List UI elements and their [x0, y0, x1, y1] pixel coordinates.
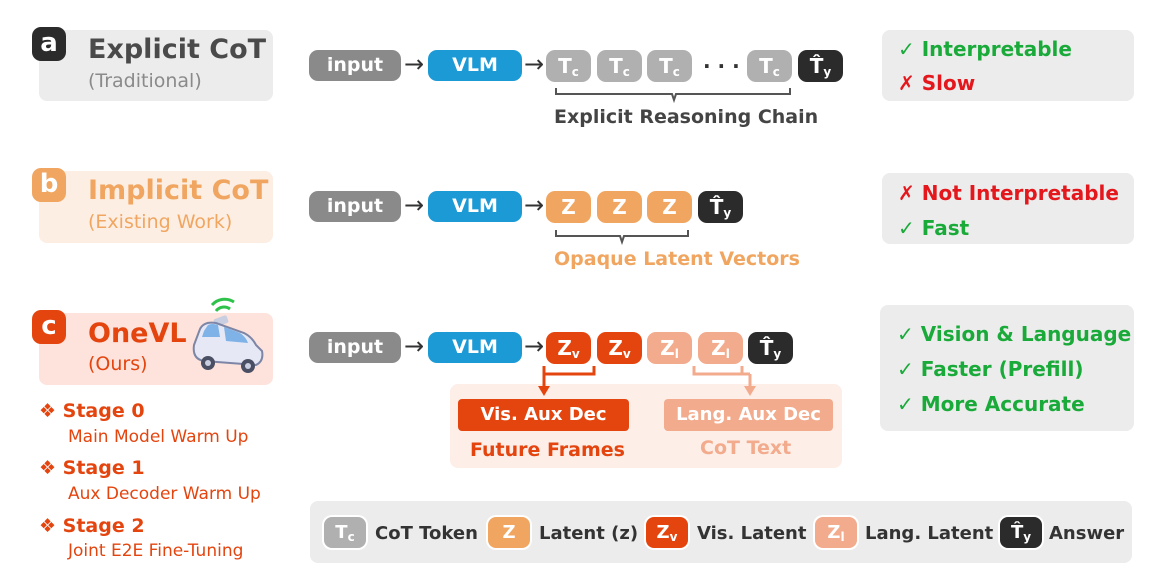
row-c-vis-latent-1: Zv	[546, 332, 591, 364]
row-c-answer: T̂y	[748, 332, 793, 364]
row-c-vis-latent-2: Zv	[597, 332, 642, 364]
row-b-arrow-1: →	[404, 191, 425, 219]
row-c-result-3: ✓ More Accurate	[897, 392, 1085, 416]
badge-c: c	[32, 310, 66, 344]
legend-cot-token-label: CoT Token	[375, 523, 478, 544]
stage-0-title: ❖ Stage 0	[39, 400, 145, 422]
legend-vis-latent-label: Vis. Latent	[697, 523, 807, 544]
legend-lang-latent-label: Lang. Latent	[865, 523, 994, 544]
legend-cot-token-chip: Tc	[324, 517, 366, 548]
row-a-input: input	[309, 50, 401, 81]
lang-aux-decoder: Lang. Aux Dec	[664, 399, 833, 431]
stage-2-title: ❖ Stage 2	[39, 515, 145, 537]
row-c-lang-latent-2: Zl	[698, 332, 743, 364]
aux-decoder-connectors	[538, 366, 756, 396]
row-a-brace-label: Explicit Reasoning Chain	[554, 106, 819, 128]
row-b-vlm: VLM	[428, 191, 522, 222]
vis-output-label: Future Frames	[470, 439, 625, 461]
row-b-answer: T̂y	[698, 191, 743, 223]
implicit-cot-title: Implicit CoT	[88, 175, 269, 206]
row-c-result-2: ✓ Faster (Prefill)	[897, 357, 1084, 381]
implicit-cot-subtitle: (Existing Work)	[88, 211, 233, 233]
stage-1-title: ❖ Stage 1	[39, 457, 145, 479]
row-b-result-1: ✗ Not Interpretable	[898, 181, 1119, 205]
row-a-vlm: VLM	[428, 50, 522, 81]
row-b-latent-2: Z	[597, 191, 642, 223]
row-a-result-2: ✗ Slow	[898, 71, 976, 95]
row-b-latent-1: Z	[546, 191, 591, 223]
row-b-arrow-2: →	[524, 191, 545, 219]
explicit-cot-label-panel	[39, 30, 273, 101]
implicit-cot-label-panel	[39, 171, 273, 243]
stage-1-desc: Aux Decoder Warm Up	[68, 484, 261, 504]
legend-vis-latent-chip: Zv	[646, 517, 688, 548]
row-c-results-panel	[880, 305, 1134, 431]
stage-0-desc: Main Model Warm Up	[68, 427, 249, 447]
row-c-input: input	[309, 332, 401, 363]
row-c-arrow-2: →	[524, 332, 545, 360]
row-b-result-2: ✓ Fast	[898, 216, 970, 240]
row-a-result-1: ✓ Interpretable	[898, 37, 1072, 61]
badge-a: a	[32, 27, 66, 61]
row-a-arrow-1: →	[404, 50, 425, 78]
onevl-subtitle: (Ours)	[88, 353, 148, 375]
badge-b: b	[32, 168, 66, 202]
row-c-lang-latent-1: Zl	[647, 332, 692, 364]
legend-latent-chip: Z	[488, 517, 530, 548]
row-c-result-1: ✓ Vision & Language	[897, 322, 1132, 346]
stage-2-desc: Joint E2E Fine-Tuning	[68, 541, 244, 561]
row-a-results-panel	[882, 30, 1134, 101]
row-a-token-3: Tc	[647, 50, 692, 82]
row-a-token-1: Tc	[546, 50, 591, 82]
row-b-input: input	[309, 191, 401, 222]
lang-output-label: CoT Text	[700, 437, 792, 459]
row-a-token-4: Tc	[747, 50, 792, 82]
row-a-arrow-2: →	[524, 50, 545, 78]
explicit-cot-title: Explicit CoT	[88, 34, 267, 65]
row-b-brace-label: Opaque Latent Vectors	[554, 248, 800, 270]
legend-answer-chip: T̂y	[1000, 517, 1042, 548]
legend-panel	[310, 501, 1132, 563]
row-c-arrow-1: →	[404, 332, 425, 360]
explicit-cot-subtitle: (Traditional)	[88, 70, 202, 92]
legend-answer-label: Answer	[1049, 523, 1125, 544]
row-c-vlm: VLM	[428, 332, 522, 363]
vis-aux-decoder: Vis. Aux Dec	[458, 399, 629, 431]
onevl-title: OneVL	[88, 318, 187, 349]
legend-latent-label: Latent (z)	[539, 523, 639, 544]
legend-lang-latent-chip: Zl	[815, 517, 857, 548]
row-b-results-panel	[882, 173, 1134, 244]
row-a-brace	[555, 88, 791, 104]
row-a-answer: T̂y	[798, 50, 843, 82]
row-b-brace	[555, 230, 689, 246]
row-b-latent-3: Z	[647, 191, 692, 223]
row-a-ellipsis: · · ·	[703, 54, 740, 78]
connected-car-icon	[192, 297, 264, 373]
row-a-token-2: Tc	[597, 50, 642, 82]
